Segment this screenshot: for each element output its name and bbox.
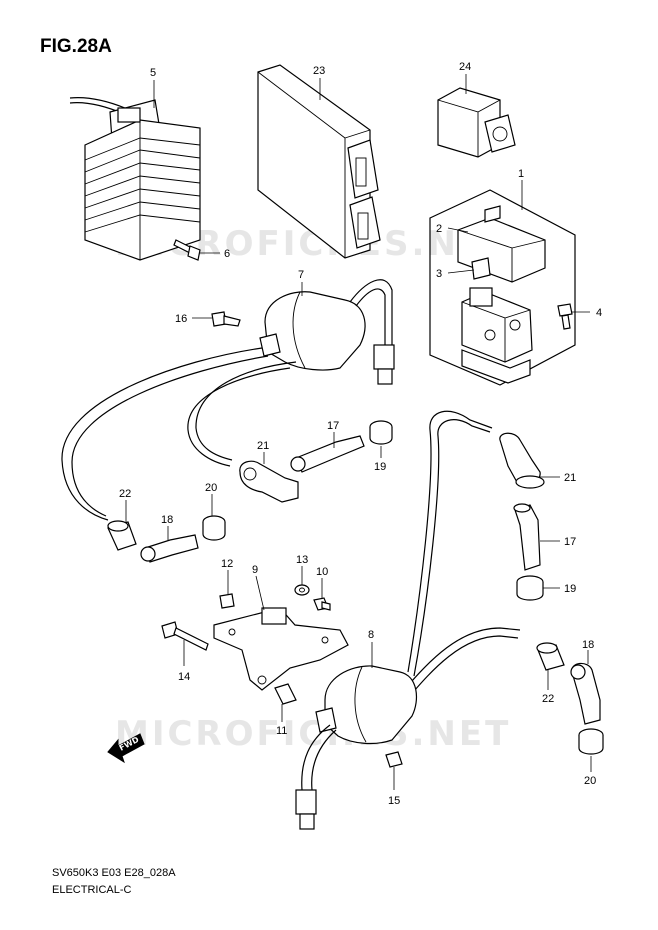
nut-12[interactable]	[219, 593, 235, 609]
callout-12: 12	[221, 558, 233, 570]
leader-lines	[125, 74, 592, 790]
callout-22-left: 22	[119, 488, 131, 500]
nut-15[interactable]	[385, 751, 403, 768]
plug-cap-22-left[interactable]	[107, 520, 137, 551]
plug-cap-22-right[interactable]	[536, 642, 565, 671]
model-code: SV650K3 E03 E28_028A	[52, 867, 176, 879]
callout-17-right: 17	[564, 536, 576, 548]
ignition-coil-upper[interactable]	[259, 279, 395, 385]
watermark-bottom: MICROFICHES.NET	[115, 714, 511, 754]
screw-4[interactable]	[557, 303, 573, 330]
callout-22-right: 22	[542, 693, 554, 705]
callout-24: 24	[459, 61, 471, 73]
bolt-10[interactable]	[313, 597, 331, 611]
callout-10: 10	[316, 566, 328, 578]
plug-cap-18-right[interactable]	[570, 662, 601, 725]
callout-4: 4	[596, 307, 602, 319]
coil-bracket-9[interactable]	[213, 607, 349, 691]
callout-19-left: 19	[374, 461, 386, 473]
callout-labels: 5 23 24 1 2 3 4 6 7 16 21 17 19 22 20 18…	[119, 61, 602, 807]
collar-11[interactable]	[274, 683, 297, 705]
bolt-6[interactable]	[173, 239, 201, 261]
plug-cap-21-right[interactable]	[499, 432, 545, 489]
relay-24[interactable]	[437, 87, 516, 158]
callout-21-right: 21	[564, 472, 576, 484]
starter-relay-assembly[interactable]	[429, 189, 576, 386]
ht-lead-upper-short	[187, 367, 291, 467]
ht-lead-upper-short-b	[195, 361, 297, 461]
callout-20-left: 20	[205, 482, 217, 494]
callout-11: 11	[276, 725, 287, 737]
callout-20-right: 20	[584, 775, 596, 787]
cap-20-left[interactable]	[202, 515, 226, 541]
ecm-unit[interactable]	[257, 64, 381, 259]
bolt-16[interactable]	[211, 311, 241, 327]
plug-cap-18-left[interactable]	[140, 534, 199, 563]
callout-13: 13	[296, 554, 308, 566]
callout-3: 3	[436, 268, 442, 280]
callout-1: 1	[518, 168, 524, 180]
ht-lead-upper-long-b	[71, 355, 269, 517]
callout-6: 6	[224, 248, 230, 260]
section-name: ELECTRICAL-C	[52, 884, 132, 896]
callout-8: 8	[368, 629, 374, 641]
callout-14: 14	[178, 671, 190, 683]
callout-16: 16	[175, 313, 187, 325]
cap-20-right[interactable]	[578, 728, 604, 755]
ht-lead-right-short-b	[407, 635, 519, 699]
callout-9: 9	[252, 564, 258, 576]
ignition-coil-lower[interactable]	[295, 665, 418, 830]
bolt-14[interactable]	[161, 621, 209, 651]
callout-18-left: 18	[161, 514, 173, 526]
ht-lead-right-short	[403, 627, 521, 691]
callout-15: 15	[388, 795, 400, 807]
washer-13[interactable]	[294, 584, 310, 596]
plug-cap-21-left[interactable]	[239, 460, 299, 503]
callout-21-left: 21	[257, 440, 269, 452]
callout-23: 23	[313, 65, 325, 77]
callout-17-left: 17	[327, 420, 339, 432]
callout-18-right: 18	[582, 639, 594, 651]
callout-19-right: 19	[564, 583, 576, 595]
ht-lead-right-long	[407, 410, 493, 673]
plug-cap-17-right[interactable]	[513, 503, 541, 571]
callout-2: 2	[436, 223, 442, 235]
callout-5: 5	[150, 67, 156, 79]
figure-title: FIG.28A	[40, 36, 112, 57]
cap-19-left[interactable]	[369, 420, 393, 445]
callout-7: 7	[298, 269, 304, 281]
regulator-rectifier[interactable]	[69, 97, 201, 261]
cap-19-right[interactable]	[516, 575, 544, 601]
ht-lead-upper-long	[61, 347, 263, 521]
ht-lead-right-long-b	[413, 419, 491, 677]
plug-cap-17-left[interactable]	[290, 435, 365, 473]
